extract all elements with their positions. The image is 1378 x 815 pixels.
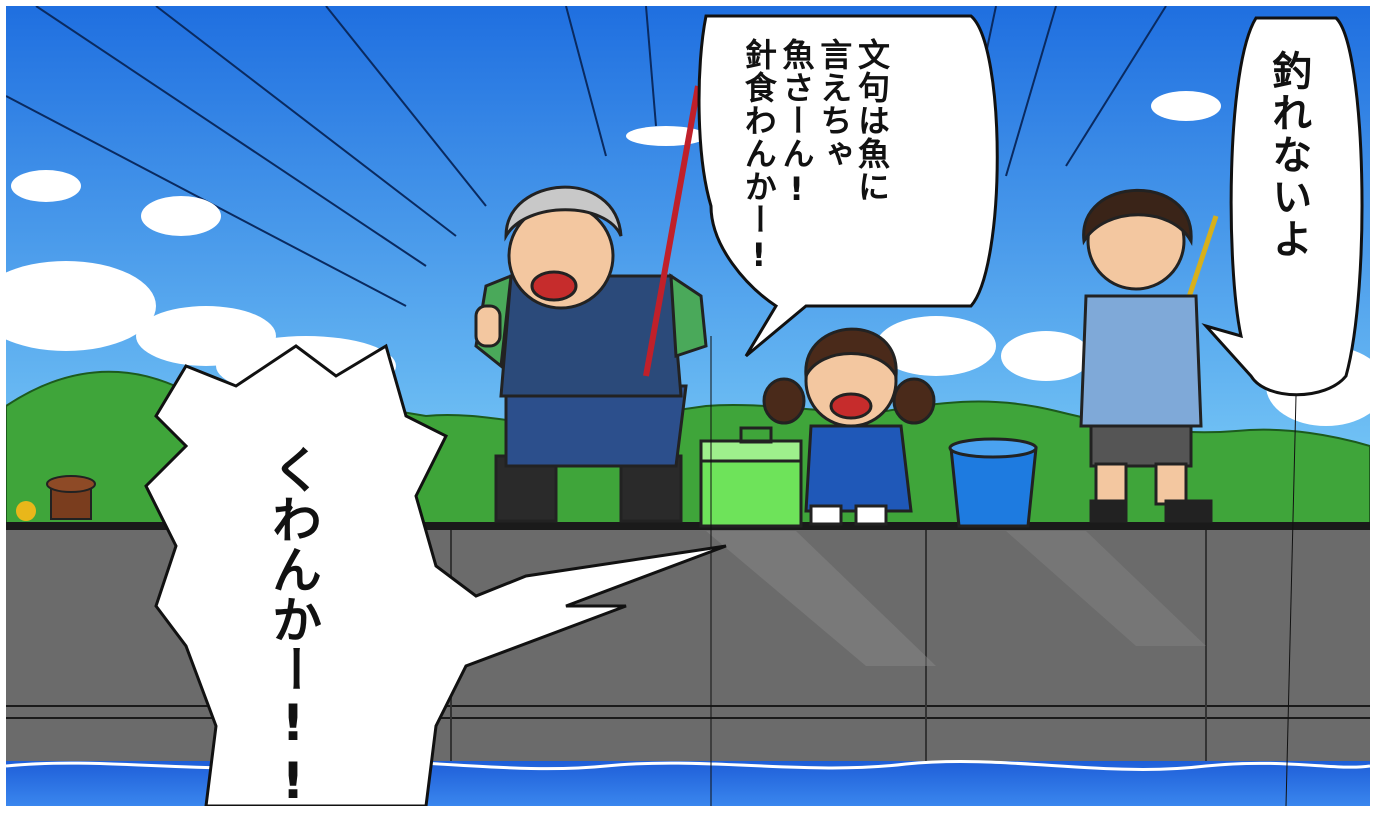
speech-bubble-boy [1201, 16, 1364, 397]
bollard [16, 475, 96, 521]
bucket [948, 437, 1038, 528]
speech-bubble-grandpa [697, 14, 999, 358]
manga-panel: 文句は魚に 言えちゃ 魚さーん! 針食わんかー! 釣れないよ くわんかー!! [6, 6, 1370, 806]
boy-character [1079, 188, 1213, 523]
red-fishing-rod [643, 85, 701, 377]
shout-burst-bubble [144, 343, 727, 806]
cooler-box [699, 426, 803, 528]
grandpa-speech-text: 文句は魚に 言えちゃ 魚さーん! 針食わんかー! [739, 38, 891, 275]
girl-character [762, 327, 936, 526]
shout-text: くわんかー!! [264, 444, 322, 806]
grandpa-character [474, 185, 708, 523]
boy-speech-text: 釣れないよ [1265, 50, 1312, 260]
